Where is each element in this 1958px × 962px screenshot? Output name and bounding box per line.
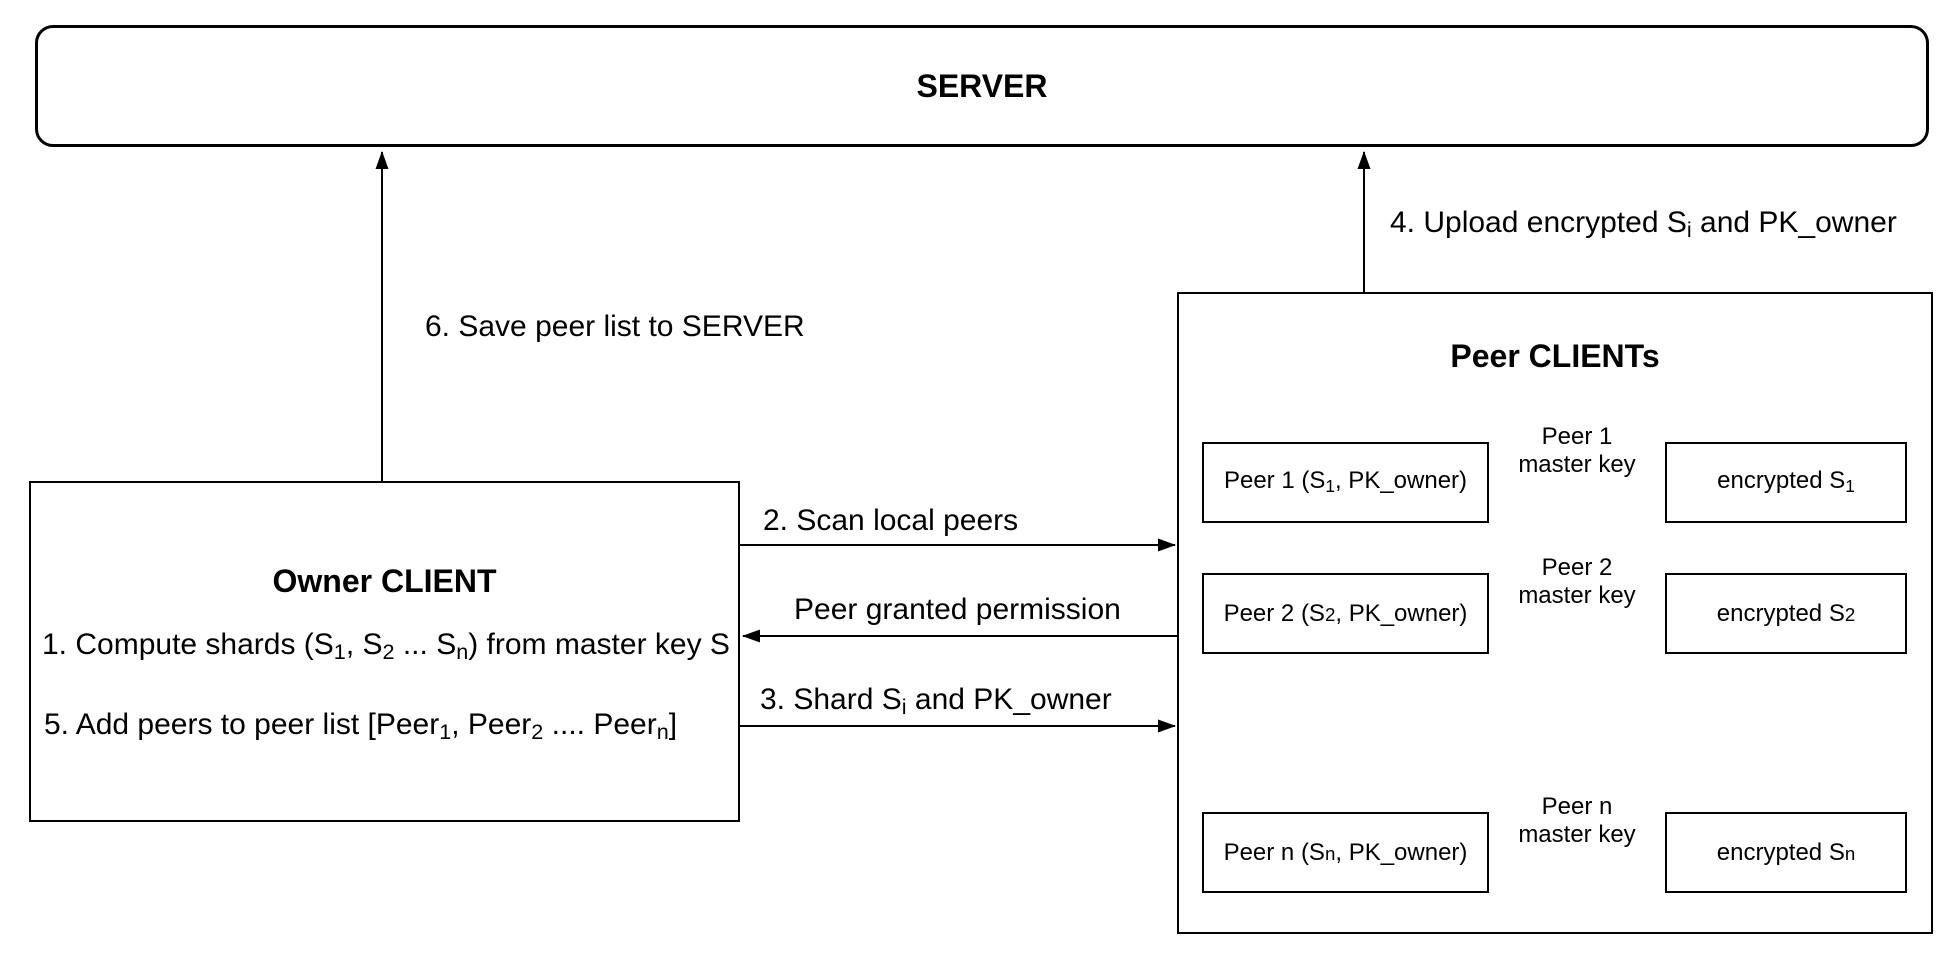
text-part: 1. Compute shards (S — [42, 628, 334, 661]
peer-1-node-box: Peer 1 (S1, PK_owner) — [1202, 442, 1489, 523]
subscript: 2 — [1844, 603, 1856, 625]
text-part: and PK_owner — [906, 683, 1112, 716]
text-part: encrypted S — [1716, 599, 1845, 627]
subscript: n — [1844, 842, 1856, 864]
encrypted-sn-label: encrypted Sn — [1717, 839, 1855, 867]
text-part: Peer 2 (S — [1223, 599, 1325, 627]
encrypted-sn-node-box: encrypted Sn — [1665, 812, 1907, 893]
text-part: Peer n (S — [1223, 838, 1325, 866]
label-line: master key — [1518, 821, 1636, 848]
flow-label-granted: Peer granted permission — [794, 593, 1121, 626]
subscript: 1 — [439, 719, 452, 745]
subscript: i — [901, 694, 907, 720]
owner-step-5: 5. Add peers to peer list [Peer1, Peer2 … — [44, 706, 677, 751]
text-part: 4. Upload encrypted S — [1390, 206, 1687, 239]
subscript: n — [1324, 842, 1336, 864]
subscript: 1 — [1325, 476, 1335, 497]
peer-n-master-key-label: Peer n master key — [1489, 793, 1665, 849]
peer-1-node-label: Peer 1 (S1, PK_owner) — [1224, 467, 1467, 497]
flow-label-scan: 2. Scan local peers — [763, 504, 1019, 537]
label-line: master key — [1518, 451, 1636, 478]
text-part: , Peer — [451, 708, 532, 741]
server-title: SERVER — [916, 68, 1048, 104]
label-line: master key — [1518, 582, 1636, 609]
text-part: and PK_owner — [1691, 206, 1897, 239]
peer-n-node-label: Peer n (Sn, PK_owner) — [1224, 839, 1468, 867]
peer-2-master-key-label: Peer 2 master key — [1489, 554, 1665, 610]
text-part: ... S — [394, 628, 457, 661]
flow-label-shard: 3. Shard Si and PK_owner — [760, 681, 1112, 726]
subscript: 2 — [1324, 603, 1336, 625]
text-part: Peer 1 (S — [1223, 467, 1326, 495]
peer-2-node-box: Peer 2 (S2, PK_owner) — [1202, 573, 1489, 654]
encrypted-s1-node-box: encrypted S1 — [1665, 442, 1907, 523]
label-line: Peer 2 — [1541, 554, 1613, 581]
owner-step-1: 1. Compute shards (S1, S2 ... Sn) from m… — [42, 626, 730, 671]
text-part: , PK_owner) — [1335, 838, 1468, 866]
owner-client-box: Owner CLIENT 1. Compute shards (S1, S2 .… — [29, 481, 740, 822]
subscript: n — [456, 639, 469, 665]
text-part: 5. Add peers to peer list [Peer — [44, 708, 440, 741]
flow-label-upload: 4. Upload encrypted Si and PK_owner — [1390, 204, 1897, 249]
text-part: ) from master key S — [468, 628, 730, 661]
text-part: 3. Shard S — [760, 683, 902, 716]
server-box: SERVER — [35, 25, 1929, 147]
text-part: , S — [345, 628, 383, 661]
subscript: i — [1686, 217, 1692, 243]
peer-clients-title: Peer CLIENTs — [1450, 338, 1660, 374]
label-line: Peer n — [1541, 793, 1613, 820]
subscript: 2 — [531, 719, 544, 745]
text-part: , PK_owner) — [1334, 467, 1468, 495]
subscript: n — [656, 719, 669, 745]
owner-client-title: Owner CLIENT — [272, 563, 497, 599]
encrypted-s2-node-box: encrypted S2 — [1665, 573, 1907, 654]
text-part: , PK_owner) — [1335, 599, 1468, 627]
text-part: .... Peer — [543, 708, 657, 741]
text-part: ] — [668, 708, 678, 741]
peer-2-node-label: Peer 2 (S2, PK_owner) — [1224, 600, 1468, 628]
flow-label-save-peer-list: 6. Save peer list to SERVER — [425, 310, 805, 343]
subscript: 1 — [333, 639, 346, 665]
peer-1-master-key-label: Peer 1 master key — [1489, 423, 1665, 479]
text-part: encrypted S — [1717, 467, 1846, 495]
subscript: 2 — [382, 639, 395, 665]
label-line: Peer 1 — [1541, 423, 1613, 450]
peer-n-node-box: Peer n (Sn, PK_owner) — [1202, 812, 1489, 893]
text-part: encrypted S — [1716, 838, 1845, 866]
encrypted-s1-label: encrypted S1 — [1717, 467, 1855, 497]
subscript: 1 — [1845, 476, 1855, 497]
encrypted-s2-label: encrypted S2 — [1717, 600, 1855, 628]
